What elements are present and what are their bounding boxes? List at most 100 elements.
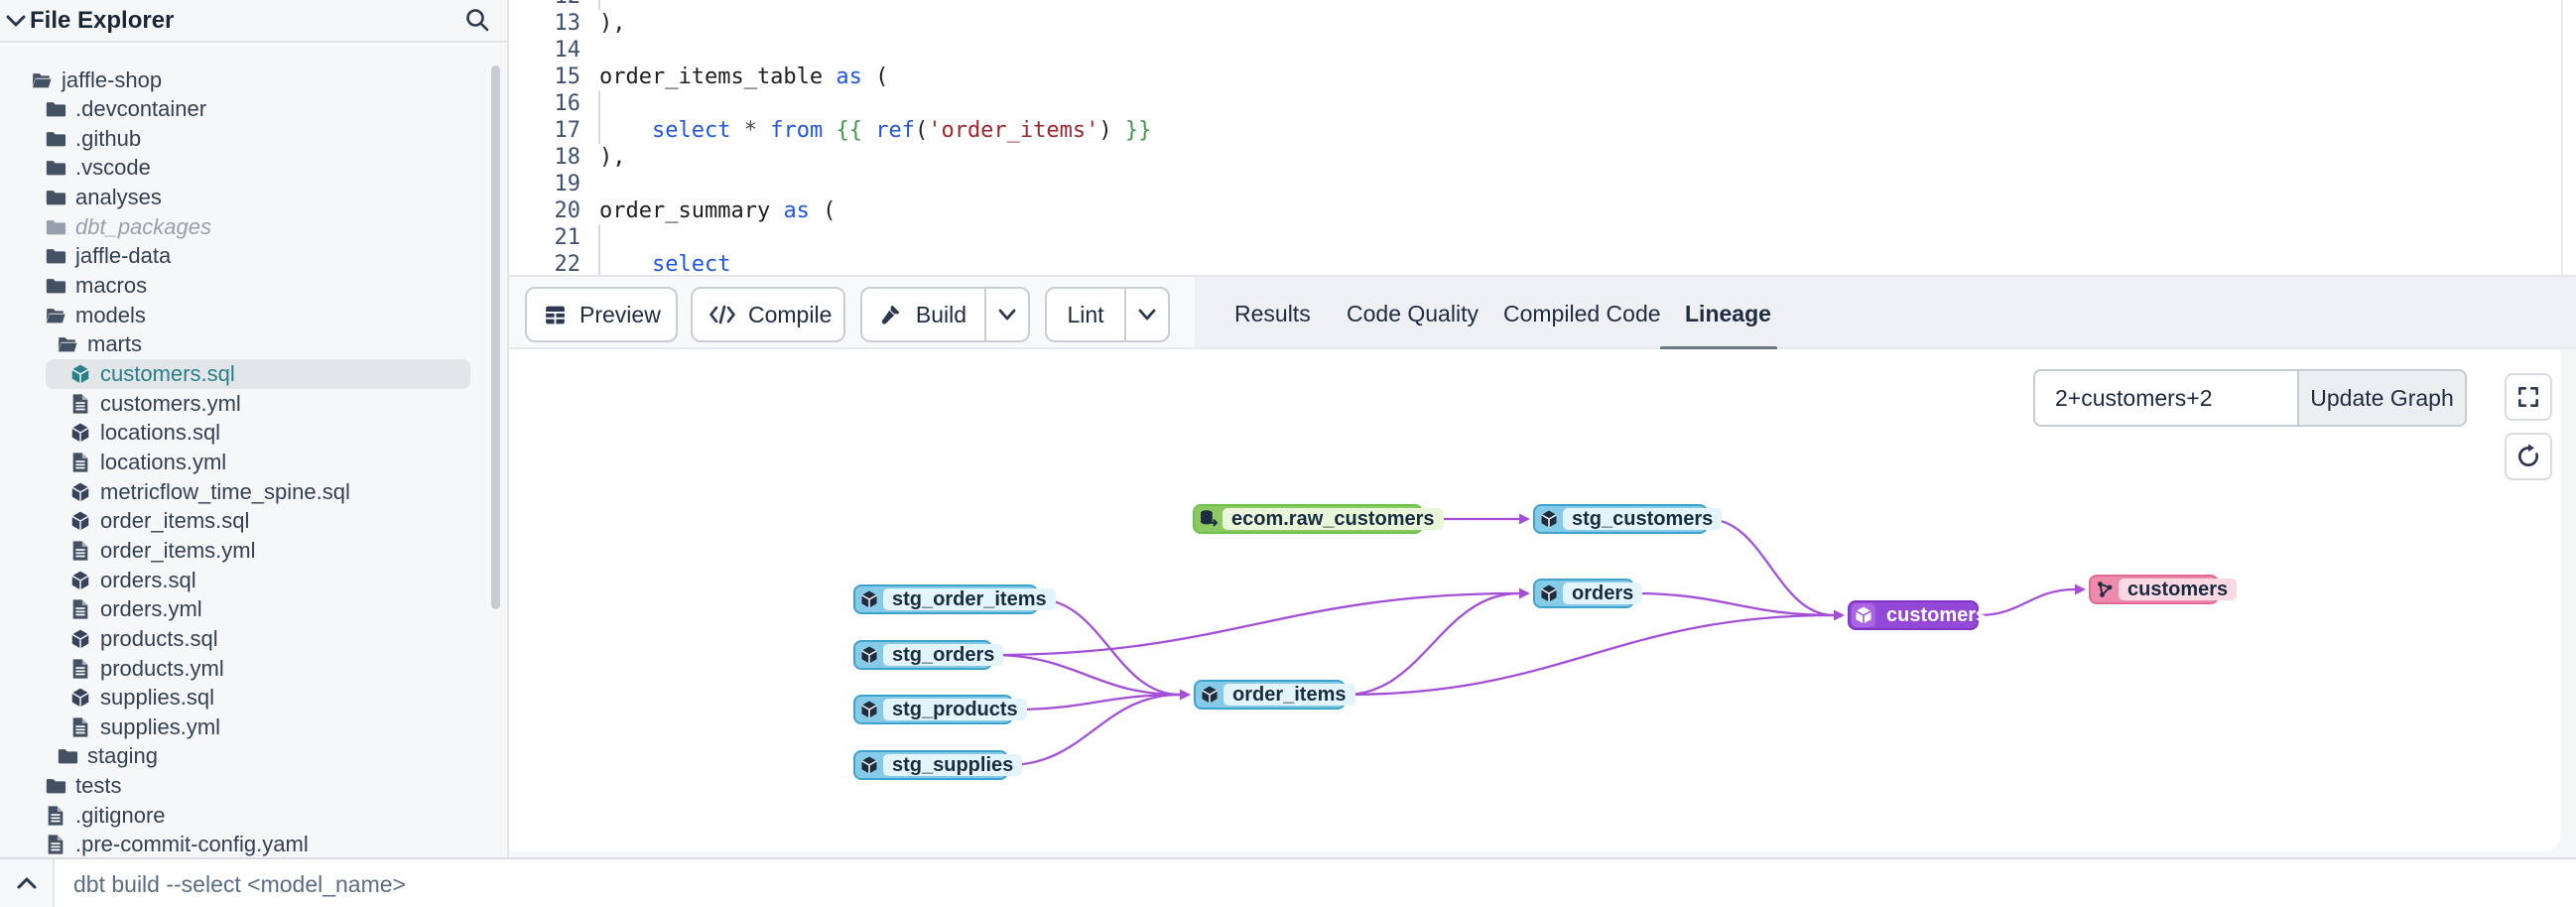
node-label: stg_supplies bbox=[883, 754, 1023, 776]
search-icon[interactable] bbox=[464, 7, 490, 38]
cube-icon bbox=[1198, 683, 1222, 707]
lineage-canvas[interactable]: ecom.raw_customers stg_customers stg_order… bbox=[509, 349, 2560, 851]
file-explorer-title: File Explorer bbox=[30, 7, 175, 34]
tree-item-supplies-yml[interactable]: supplies.yml bbox=[0, 713, 507, 742]
tree-item-order-items-yml[interactable]: order_items.yml bbox=[0, 536, 507, 566]
lineage-node-stg-supplies[interactable]: stg_supplies bbox=[853, 750, 1023, 780]
lineage-node-order-items[interactable]: order_items bbox=[1194, 680, 1355, 710]
tree-item-marts[interactable]: marts bbox=[0, 329, 507, 359]
tree-item-label: orders.sql bbox=[100, 567, 196, 592]
tree-item-label: marts bbox=[87, 331, 142, 357]
command-input[interactable] bbox=[71, 863, 1862, 905]
tree-item--github[interactable]: .github bbox=[0, 124, 507, 154]
reset-view-button[interactable] bbox=[2505, 433, 2552, 480]
code-line-22[interactable]: 22 select bbox=[509, 251, 2576, 275]
lineage-selector-input[interactable] bbox=[2033, 369, 2297, 427]
tree-item-label: staging bbox=[87, 743, 158, 769]
lineage-node-stg-customers[interactable]: stg_customers bbox=[1533, 504, 1723, 534]
node-label: orders bbox=[1563, 583, 1643, 604]
hammer-icon bbox=[880, 303, 904, 326]
lineage-node-ecom-raw-customers[interactable]: ecom.raw_customers bbox=[1193, 504, 1444, 534]
build-dropdown-button[interactable] bbox=[986, 289, 1028, 340]
code-line-16[interactable]: 16 bbox=[509, 90, 2576, 117]
tree-item-order-items-sql[interactable]: order_items.sql bbox=[0, 506, 507, 536]
tree-item-tests[interactable]: tests bbox=[0, 771, 507, 801]
tab-code-quality[interactable]: Code Quality bbox=[1347, 301, 1479, 326]
tree-item-analyses[interactable]: analyses bbox=[0, 183, 507, 212]
node-label: stg_order_items bbox=[883, 588, 1056, 610]
tree-item--gitignore[interactable]: .gitignore bbox=[0, 801, 507, 831]
model-cube-icon bbox=[68, 627, 92, 651]
lineage-node-stg-order-items[interactable]: stg_order_items bbox=[853, 584, 1056, 614]
lint-button[interactable]: Lint bbox=[1045, 287, 1170, 342]
tree-item-locations-yml[interactable]: locations.yml bbox=[0, 448, 507, 477]
tree-item--vscode[interactable]: .vscode bbox=[0, 153, 507, 183]
lineage-node-customers-metric[interactable]: customers bbox=[2089, 575, 2238, 604]
tab-compiled-code[interactable]: Compiled Code bbox=[1503, 301, 1661, 326]
fullscreen-button[interactable] bbox=[2505, 373, 2552, 421]
cube-icon bbox=[1537, 507, 1561, 531]
lineage-edges bbox=[991, 513, 2086, 767]
tree-item--devcontainer[interactable]: .devcontainer bbox=[0, 94, 507, 124]
update-graph-button[interactable]: Update Graph bbox=[2297, 369, 2467, 427]
sidebar-scrollbar[interactable] bbox=[491, 65, 500, 609]
tree-item-label: jaffle-data bbox=[75, 243, 172, 269]
tree-item-customers-sql[interactable]: customers.sql bbox=[0, 359, 507, 389]
tree-item-orders-yml[interactable]: orders.yml bbox=[0, 594, 507, 624]
tree-item-dbt-packages[interactable]: dbt_packages bbox=[0, 212, 507, 242]
tree-item-label: jaffle-shop bbox=[62, 66, 163, 92]
lineage-node-stg-orders[interactable]: stg_orders bbox=[853, 640, 1004, 670]
code-text: select * from {{ ref('order_items') }} bbox=[651, 118, 1152, 143]
tree-item-products-sql[interactable]: products.sql bbox=[0, 624, 507, 654]
code-line-21[interactable]: 21 bbox=[509, 224, 2576, 251]
lint-dropdown-button[interactable] bbox=[1126, 289, 1168, 340]
node-label: customers bbox=[2119, 579, 2238, 600]
compile-button[interactable]: Compile bbox=[691, 287, 845, 342]
code-line-17[interactable]: 17 select * from {{ ref('order_items') }… bbox=[509, 117, 2576, 144]
tree-item-staging[interactable]: staging bbox=[0, 741, 507, 771]
lineage-node-stg-products[interactable]: stg_products bbox=[853, 695, 1027, 724]
tree-item-label: order_items.sql bbox=[100, 508, 250, 534]
lineage-node-customers[interactable]: customers bbox=[1848, 600, 1987, 630]
button-label: Preview bbox=[580, 301, 661, 327]
tree-item-metricflow-time-spine-sql[interactable]: metricflow_time_spine.sql bbox=[0, 477, 507, 507]
code-line-13[interactable]: 13), bbox=[509, 10, 2576, 37]
line-number: 21 bbox=[554, 225, 581, 250]
code-text: order_items_table as ( bbox=[599, 65, 889, 89]
tab-lineage[interactable]: Lineage bbox=[1685, 301, 1771, 326]
file-doc-icon bbox=[44, 833, 67, 856]
tree-item-jaffle-shop[interactable]: jaffle-shop bbox=[0, 65, 507, 95]
tree-item-products-yml[interactable]: products.yml bbox=[0, 654, 507, 684]
tree-item-customers-yml[interactable]: customers.yml bbox=[0, 389, 507, 419]
tree-item--pre-commit-config-yaml[interactable]: .pre-commit-config.yaml bbox=[0, 830, 507, 857]
build-button[interactable]: Build bbox=[860, 287, 1030, 342]
code-line-12[interactable]: 12 bbox=[509, 0, 2576, 10]
tab-results[interactable]: Results bbox=[1234, 301, 1311, 326]
chevron-down-icon[interactable] bbox=[5, 13, 27, 34]
tree-item-models[interactable]: models bbox=[0, 301, 507, 330]
node-label: order_items bbox=[1224, 684, 1355, 706]
folder-icon bbox=[44, 156, 67, 180]
code-line-18[interactable]: 18), bbox=[509, 144, 2576, 171]
tree-item-label: supplies.yml bbox=[100, 713, 221, 739]
file-doc-icon bbox=[68, 451, 92, 474]
folder-icon bbox=[44, 274, 67, 298]
collapse-panel-button[interactable] bbox=[0, 859, 55, 907]
code-line-14[interactable]: 14 bbox=[509, 37, 2576, 64]
editor-scrollbar[interactable] bbox=[2561, 0, 2563, 275]
tree-item-jaffle-data[interactable]: jaffle-data bbox=[0, 241, 507, 271]
code-line-19[interactable]: 19 bbox=[509, 171, 2576, 197]
line-number: 17 bbox=[554, 118, 581, 143]
tree-item-label: macros bbox=[75, 273, 148, 299]
tree-item-locations-sql[interactable]: locations.sql bbox=[0, 418, 507, 448]
preview-button[interactable]: Preview bbox=[525, 287, 678, 342]
lineage-node-orders[interactable]: orders bbox=[1533, 579, 1643, 608]
chevron-up-icon bbox=[17, 877, 36, 889]
tree-item-supplies-sql[interactable]: supplies.sql bbox=[0, 683, 507, 713]
tree-item-macros[interactable]: macros bbox=[0, 271, 507, 301]
tree-item-orders-sql[interactable]: orders.sql bbox=[0, 566, 507, 595]
